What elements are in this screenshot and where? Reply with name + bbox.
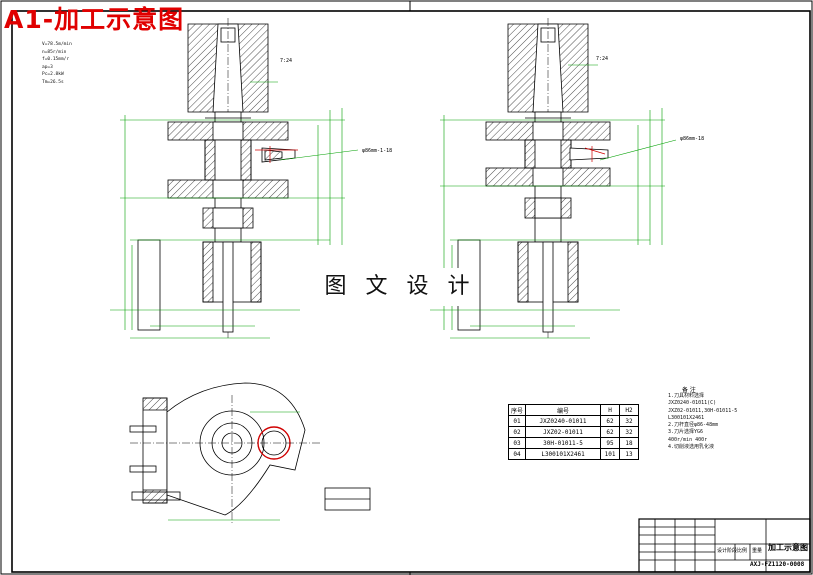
right-section-view (430, 18, 677, 340)
note-line: 4.切削液选用乳化液 (668, 444, 715, 451)
left-section-view (110, 18, 359, 340)
notes-title: 备 注 (682, 387, 696, 394)
cell-code: 30H-01011-5 (525, 437, 602, 449)
note-line: 400r/min 400r (668, 436, 708, 443)
param-line: f=0.15mm/r (42, 57, 70, 62)
drawing-name: 加工示意图 (768, 543, 808, 552)
param-line: V=78.5m/min (42, 42, 72, 47)
note-line: JXZ02-01011,30H-01011-5 (668, 407, 738, 414)
stage-label: 设计阶段 (717, 548, 738, 554)
cell-h2: 32 (619, 426, 640, 438)
plan-view (129, 382, 371, 525)
cell-code: L300101X2461 (525, 448, 602, 460)
col-header: 序号 (507, 404, 527, 416)
cutting-parameters: V=78.5m/min n=85r/min f=0.15mm/r ap=3 Pc… (42, 41, 72, 86)
param-line: Pc=2.8kW (42, 72, 64, 77)
weight-label: 重量 (752, 548, 763, 554)
right-callout-label: φ86mm-18 (680, 136, 704, 142)
note-line: 3.刀片选择YG6 (668, 429, 704, 436)
cell-h2: 32 (619, 415, 640, 427)
param-line: Tm=26.5s (42, 79, 64, 85)
param-line: n=85r/min (42, 49, 67, 55)
drawing-code: AXJ-FZ1120-0008 (750, 561, 805, 568)
left-callout-label: φ86mm-1-18 (362, 148, 392, 154)
scale-label: 比例 (737, 548, 748, 554)
note-line: 1.刀具材料选择 (668, 393, 705, 399)
parts-table-header: 序号 编号 H H2 (507, 404, 640, 416)
param-line: ap=3 (42, 64, 53, 70)
technical-notes: 1.刀具材料选择 JXZ0240-01011(C) JXZ02-01011,30… (668, 393, 737, 451)
title-block (638, 518, 811, 573)
note-line: L300101X2461 (668, 414, 705, 421)
cell-code: JXZ0240-01011 (525, 415, 602, 427)
table-row: 03 30H-01011-5 95 18 (507, 437, 640, 449)
drawing-title-overlay: A1-加工示意图 (4, 5, 185, 34)
cell-h2: 18 (619, 437, 640, 449)
col-header: H2 (619, 404, 640, 416)
cell-h: 95 (600, 437, 621, 449)
cell-h2: 13 (619, 448, 640, 460)
right-taper-label: 7:24 (596, 56, 608, 62)
col-header: 编号 (525, 404, 602, 416)
left-taper-label: 7:24 (280, 58, 292, 64)
cell-no: 03 (507, 437, 527, 449)
note-line: 2.刀杆直径φ86-48mm (668, 422, 719, 429)
table-row: 04 L300101X2461 101 13 (507, 448, 640, 460)
cell-no: 04 (507, 448, 527, 460)
cell-code: JXZ02-01011 (525, 426, 602, 438)
table-row: 01 JXZ0240-01011 62 32 (507, 415, 640, 427)
cell-h: 62 (600, 426, 621, 438)
note-line: JXZ0240-01011(C) (668, 400, 717, 407)
cell-no: 01 (507, 415, 527, 427)
cell-h: 62 (600, 415, 621, 427)
watermark: 图 文 设 计 (322, 268, 478, 306)
parts-table: 序号 编号 H H2 01 JXZ0240-01011 62 32 02 JXZ… (507, 404, 640, 460)
col-header: H (600, 404, 621, 416)
cell-h: 101 (600, 448, 621, 460)
cell-no: 02 (507, 426, 527, 438)
table-row: 02 JXZ02-01011 62 32 (507, 426, 640, 438)
